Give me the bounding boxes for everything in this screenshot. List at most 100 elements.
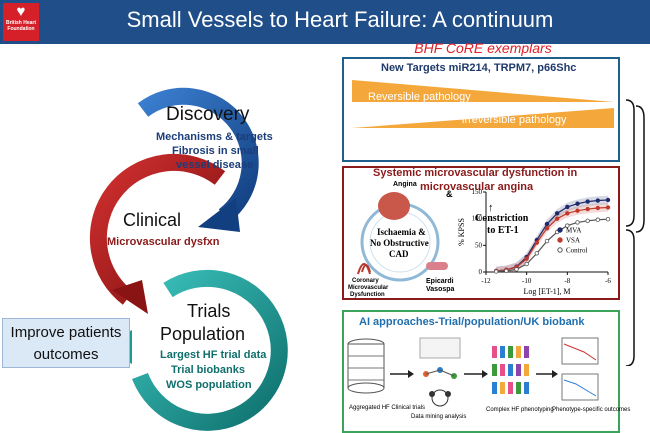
discovery-ring bbox=[137, 87, 259, 223]
exemplars-title: BHF CoRE exemplars bbox=[414, 40, 552, 56]
point-control bbox=[514, 267, 519, 272]
outcome-plots-icon bbox=[561, 337, 599, 401]
discovery-line-1: Mechanisms & targets bbox=[156, 131, 273, 143]
x-tick-label: -12 bbox=[481, 277, 491, 285]
point-mva bbox=[585, 199, 590, 204]
point-control bbox=[524, 261, 529, 267]
legend-label-control: Control bbox=[566, 247, 587, 255]
arrow-2-head bbox=[482, 370, 488, 378]
point-vsa bbox=[534, 240, 540, 245]
x-tick-label: -10 bbox=[522, 277, 532, 285]
discovery-line-2: Fibrosis in small bbox=[172, 145, 259, 157]
panel-microvascular bbox=[342, 166, 620, 300]
point-control bbox=[585, 218, 590, 223]
improve-outcomes-box: Improve patients outcomes bbox=[2, 318, 130, 368]
point-vsa bbox=[575, 208, 580, 213]
x-tick-label: -8 bbox=[564, 277, 570, 285]
header-bar: ♥ British Heart Foundation Small Vessels… bbox=[0, 0, 650, 44]
x-axis-label: Log [ET-1], M bbox=[523, 287, 570, 296]
band-vsa bbox=[496, 203, 608, 272]
constriction-arrow: ↑ bbox=[488, 202, 494, 214]
point-vsa bbox=[554, 216, 560, 221]
point-mva bbox=[554, 211, 560, 216]
point-control bbox=[565, 223, 570, 228]
clinical-ring bbox=[89, 153, 226, 305]
heart-icon: ♥ bbox=[16, 3, 26, 20]
y-tick-label: 150 bbox=[472, 188, 483, 196]
diagram-epicardial-1: Epicardi bbox=[426, 278, 454, 285]
arrow-3-head bbox=[552, 370, 558, 378]
discovery-line-3: vessel disease bbox=[176, 159, 254, 171]
trials-ring bbox=[132, 269, 288, 431]
panel1-title: New Targets miR214, TRPM7, p66Shc bbox=[381, 62, 577, 74]
panel-new-targets bbox=[342, 57, 620, 162]
discovery-arrowhead bbox=[198, 198, 240, 232]
clinical-arrowhead bbox=[112, 280, 148, 314]
point-control bbox=[493, 269, 499, 274]
diagram-center-1: Ischaemia & bbox=[377, 227, 426, 237]
pipeline-label-1a: Aggregated HF Clinical trials bbox=[349, 405, 426, 411]
population-title: Population bbox=[160, 324, 246, 344]
x-tick-label: -6 bbox=[605, 277, 611, 285]
diagram-coronary-1: Coronary bbox=[352, 278, 379, 284]
diagram-amp: & bbox=[446, 189, 453, 199]
diagram-angina: Angina bbox=[393, 181, 417, 188]
improve-line-1: Improve patients bbox=[10, 324, 122, 341]
legend-marker-vsa bbox=[557, 237, 563, 243]
panel2-title-1: Systemic microvascular dysfunction in bbox=[373, 167, 578, 179]
legend-label-mva: MVA bbox=[566, 227, 581, 235]
bracket-lower bbox=[625, 229, 635, 366]
clinical-title: Clinical bbox=[123, 210, 182, 230]
point-mva bbox=[565, 204, 570, 210]
panel3-title: AI approaches-Trial/population/UK bioban… bbox=[359, 316, 585, 328]
constriction-line-2: to ET-1 bbox=[487, 225, 519, 236]
legend-label-vsa: VSA bbox=[566, 237, 580, 245]
point-vsa bbox=[524, 256, 529, 261]
page-title: Small Vessels to Heart Failure: A contin… bbox=[126, 7, 554, 32]
grouping-brackets bbox=[625, 99, 645, 366]
band-mva bbox=[496, 195, 608, 272]
bracket-outer bbox=[635, 105, 645, 233]
point-control bbox=[504, 268, 509, 274]
data-mining-icon bbox=[419, 337, 461, 407]
y-axis-label: % KPSS bbox=[457, 218, 466, 246]
clinical-subtitle: Microvascular dysfxn bbox=[107, 236, 220, 248]
point-control bbox=[605, 217, 611, 222]
point-control bbox=[544, 238, 550, 244]
point-control bbox=[575, 220, 580, 225]
irreversible-label: irreversible pathology bbox=[462, 114, 567, 126]
diagram-coronary-3: Dysfunction bbox=[350, 292, 385, 298]
diagram-coronary-2: Microvascular bbox=[348, 285, 389, 291]
trials-line-2: Trial biobanks bbox=[171, 364, 245, 376]
bhf-logo: ♥ British Heart Foundation bbox=[3, 3, 39, 41]
point-mva bbox=[605, 197, 611, 203]
legend-marker-control bbox=[557, 247, 563, 253]
constriction-line-1: Constriction bbox=[475, 213, 529, 224]
point-control bbox=[595, 217, 601, 222]
bracket-upper bbox=[625, 99, 635, 227]
pipeline-label-3: Complex HF phenotyping bbox=[486, 407, 554, 413]
point-vsa bbox=[595, 205, 601, 211]
heart-icon bbox=[378, 192, 410, 220]
reversible-label: Reversible pathology bbox=[368, 91, 471, 103]
trials-line-3: WOS population bbox=[166, 379, 252, 391]
discovery-title: Discovery bbox=[166, 104, 250, 125]
pipeline-label-4: Phenotype-specific outcomes bbox=[552, 407, 631, 413]
trials-title: Trials bbox=[187, 301, 231, 321]
point-mva bbox=[595, 198, 601, 203]
artery-icon bbox=[426, 262, 448, 270]
pathology-wedges bbox=[352, 80, 614, 128]
diagram-epicardial-2: Vasospa bbox=[426, 286, 455, 293]
improve-line-2: outcomes bbox=[33, 346, 99, 363]
reversible-wedge bbox=[352, 80, 614, 102]
legend-marker-mva bbox=[557, 227, 563, 233]
ai-pipeline bbox=[347, 337, 599, 407]
point-vsa bbox=[605, 205, 611, 210]
panel2-title-2: microvascular angina bbox=[420, 181, 534, 193]
logo-text: British Heart Foundation bbox=[5, 20, 36, 32]
y-tick-label: 100 bbox=[472, 215, 483, 223]
diagram-center-3: CAD bbox=[389, 249, 409, 259]
point-vsa bbox=[585, 206, 590, 212]
point-control bbox=[534, 251, 540, 256]
